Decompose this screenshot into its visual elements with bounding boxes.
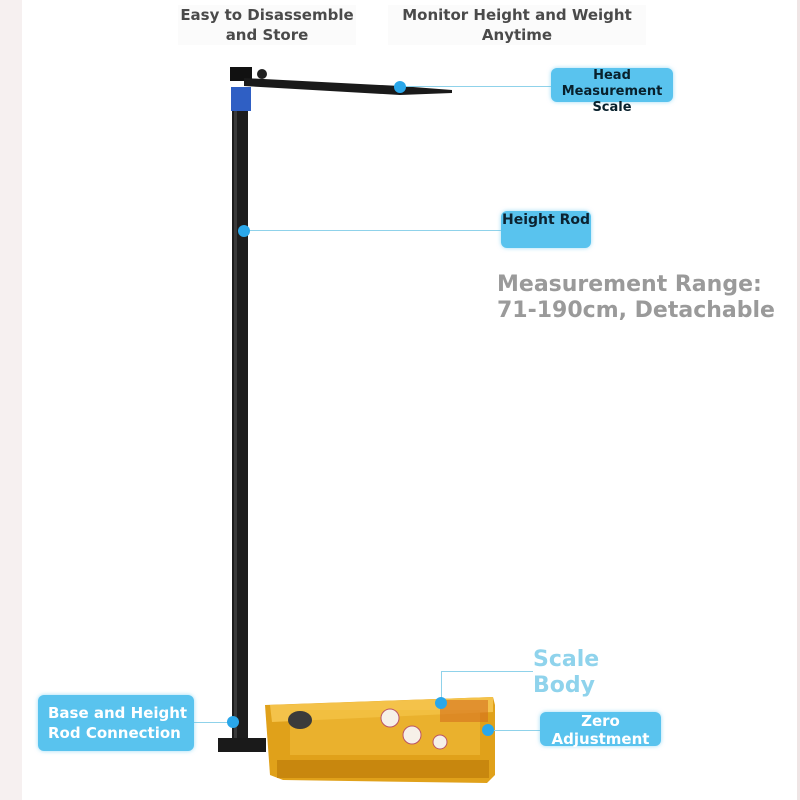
callout-zero-knob: Zero Adjustment Knob bbox=[540, 712, 661, 766]
dot-head bbox=[394, 81, 406, 93]
dot-scale-body bbox=[435, 697, 447, 709]
leader-scale-body-h bbox=[441, 671, 533, 672]
callout-height-rod: Height Rod bbox=[501, 211, 591, 248]
dot-knob bbox=[482, 724, 494, 736]
dot-rod bbox=[238, 225, 250, 237]
caption-disassemble: Easy to Disassemble and Store bbox=[178, 5, 356, 45]
callout-head-scale: Head Measurement Scale bbox=[551, 68, 673, 115]
dot-base bbox=[227, 716, 239, 728]
head-pivot bbox=[257, 69, 267, 79]
leader-knob bbox=[488, 730, 540, 731]
right-edge-strip bbox=[797, 0, 800, 800]
label-scale-body: Scale Body bbox=[533, 647, 600, 698]
leader-rod bbox=[244, 230, 501, 231]
blue-collar bbox=[231, 87, 251, 111]
leader-scale-body-v bbox=[441, 671, 442, 701]
measurement-range-text: Measurement Range: 71-190cm, Detachable bbox=[497, 272, 775, 324]
leader-head bbox=[400, 86, 551, 87]
caption-monitor: Monitor Height and Weight Anytime bbox=[388, 5, 646, 45]
rod-top-cap bbox=[230, 67, 252, 81]
scale-dial-window bbox=[288, 711, 312, 729]
callout-base-connection: Base and Height Rod Connection bbox=[38, 695, 194, 751]
range-line-1: Measurement Range: bbox=[497, 272, 762, 297]
left-edge-strip bbox=[0, 0, 22, 800]
rod-foot bbox=[218, 738, 266, 752]
leader-base bbox=[194, 722, 234, 723]
range-line-2: 71-190cm, Detachable bbox=[497, 298, 775, 323]
